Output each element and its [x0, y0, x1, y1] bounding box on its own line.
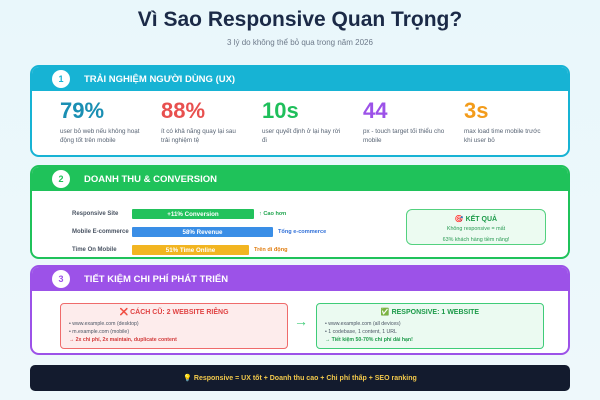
bar-row: Responsive Site +11% Conversion ↑ Cao hơ… — [72, 209, 286, 219]
result-line: 63% khách hàng tiềm năng! — [442, 236, 510, 243]
stat-value: 3s — [464, 98, 489, 123]
stat-item: 3s max load time mobile trước khi user b… — [464, 99, 565, 145]
ux-stats: 79% user bỏ web nếu không hoạt động tốt … — [32, 91, 568, 145]
revenue-card-header: 2 DOANH THU & CONVERSION — [32, 167, 568, 191]
old-approach-line: • m.example.com (mobile) — [69, 329, 130, 335]
responsive-line: • www.example.com (all devices) — [325, 321, 401, 327]
result-box: 🎯 KẾT QUẢ Không responsive = mất 63% khá… — [406, 209, 546, 245]
bar-label: Responsive Site — [72, 211, 119, 217]
stat-item: 88% ít có khả năng quay lại sau trải ngh… — [161, 99, 262, 145]
revenue-card: 2 DOANH THU & CONVERSION Responsive Site… — [30, 165, 570, 259]
stat-item: 10s user quyết định ở lại hay rời đi — [262, 99, 363, 145]
bar-label: Time On Mobile — [72, 247, 117, 253]
stat-item: 44 px - touch target tối thiểu cho mobil… — [363, 99, 464, 145]
stat-value: 88% — [161, 98, 206, 123]
stat-desc: ít có khả năng quay lại sau trải nghiệm … — [161, 128, 236, 144]
bar-row: Time On Mobile 51% Time Online Trên di đ… — [72, 245, 288, 255]
bar-note: ↑ Cao hơn — [259, 211, 287, 217]
section-number-badge: 2 — [52, 170, 70, 188]
result-title: 🎯 KẾT QUẢ — [454, 216, 498, 223]
section-number-badge: 3 — [52, 270, 70, 288]
page-title: Vì Sao Responsive Quan Trọng? — [137, 8, 463, 31]
stat-item: 79% user bỏ web nếu không hoạt động tốt … — [60, 99, 161, 145]
bar-row: Mobile E-commerce 58% Revenue Tổng e-com… — [72, 227, 326, 237]
responsive-line: → Tiết kiệm 50-70% chi phí dài hạn! — [325, 337, 413, 343]
old-approach-box: ❌ CÁCH CŨ: 2 WEBSITE RIÊNG • www.example… — [60, 303, 288, 349]
old-approach-line: → 2x chi phí, 2x maintain, duplicate con… — [69, 337, 177, 343]
revenue-card-heading: DOANH THU & CONVERSION — [84, 173, 218, 185]
responsive-line: • 1 codebase, 1 content, 1 URL — [325, 329, 397, 335]
ux-card: 1 TRẢI NGHIỆM NGƯỜI DÙNG (UX) 79% user b… — [30, 65, 570, 157]
stat-value: 44 — [363, 98, 388, 123]
stat-desc: user quyết định ở lại hay rời đi — [262, 128, 341, 144]
stat-value: 10s — [262, 98, 299, 123]
bar-note: Trên di động — [254, 247, 288, 253]
cost-card: 3 TIẾT KIỆM CHI PHÍ PHÁT TRIỂN ❌ CÁCH CŨ… — [30, 265, 570, 355]
ux-card-header: 1 TRẢI NGHIỆM NGƯỜI DÙNG (UX) — [32, 67, 568, 91]
bar: +11% Conversion — [132, 209, 254, 219]
old-approach-line: • www.example.com (desktop) — [69, 321, 139, 327]
result-line: Không responsive = mất — [446, 226, 506, 232]
bar-label: Mobile E-commerce — [72, 229, 129, 235]
bar: 58% Revenue — [132, 227, 273, 237]
stat-value: 79% — [60, 98, 105, 123]
cost-card-heading: TIẾT KIỆM CHI PHÍ PHÁT TRIỂN — [84, 273, 229, 285]
page-subtitle: 3 lý do không thể bỏ qua trong năm 2026 — [227, 38, 373, 47]
bar-note: Tổng e-commerce — [278, 229, 327, 235]
cost-card-header: 3 TIẾT KIỆM CHI PHÍ PHÁT TRIỂN — [32, 267, 568, 291]
arrow-right-icon: → — [294, 313, 308, 329]
stat-desc: px - touch target tối thiểu cho mobile — [363, 128, 445, 144]
responsive-title: ✅ RESPONSIVE: 1 WEBSITE — [380, 309, 480, 316]
section-number-badge: 1 — [52, 70, 70, 88]
ux-card-heading: TRẢI NGHIỆM NGƯỜI DÙNG (UX) — [84, 73, 236, 85]
responsive-box: ✅ RESPONSIVE: 1 WEBSITE • www.example.co… — [316, 303, 544, 349]
old-approach-title: ❌ CÁCH CŨ: 2 WEBSITE RIÊNG — [119, 309, 229, 316]
footer-summary: 💡 Responsive = UX tốt + Doanh thu cao + … — [30, 365, 570, 391]
stat-desc: user bỏ web nếu không hoạt động tốt trên… — [60, 128, 140, 144]
stat-desc: max load time mobile trước khi user bỏ — [464, 128, 541, 144]
bar: 51% Time Online — [132, 245, 249, 255]
